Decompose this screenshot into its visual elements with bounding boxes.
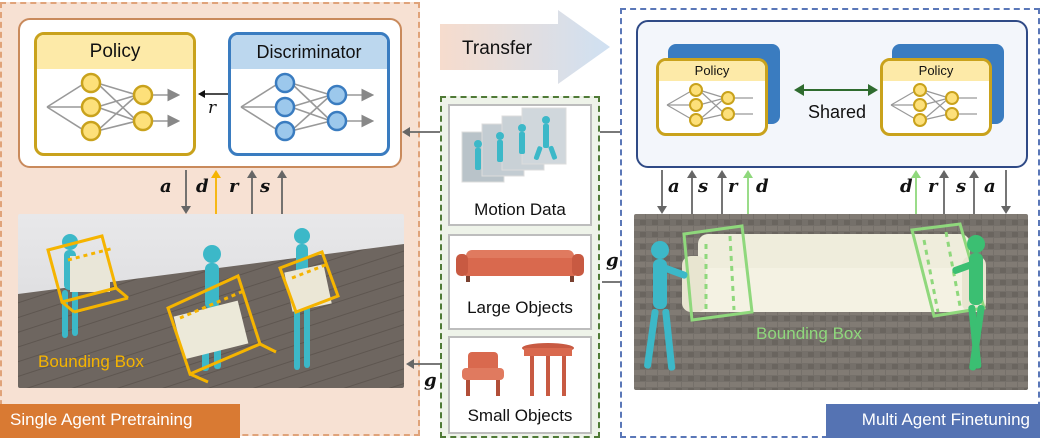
policy-title: Policy	[37, 35, 193, 69]
multi-agent-label: Multi Agent Finetuning	[826, 404, 1040, 438]
ft-signal-s-right: s	[956, 176, 967, 197]
signal-r: r	[229, 176, 239, 197]
finetune-scene	[634, 214, 1028, 390]
signal-d: d	[196, 176, 209, 197]
goal-symbol-right: g	[606, 250, 619, 271]
policy-title-left: Policy	[659, 61, 765, 81]
motion-data-icon	[461, 107, 567, 183]
signal-s: s	[260, 176, 271, 197]
ft-signal-r-right: r	[928, 176, 938, 197]
ft-signal-d-left: d	[756, 176, 769, 197]
policy-network-box: Policy	[34, 32, 196, 156]
shared-label: Shared	[808, 102, 867, 122]
discriminator-title: Discriminator	[231, 35, 387, 69]
ft-signal-a-right: a	[984, 176, 996, 197]
reward-symbol: r	[208, 98, 217, 118]
discriminator-network-icon	[240, 72, 375, 142]
finetune-signal-arrows	[657, 170, 1011, 214]
discriminator-network-box: Discriminator	[228, 32, 390, 156]
center-connect-arrows	[402, 127, 638, 137]
shared-arrow	[794, 84, 878, 96]
large-objects-label: Large Objects	[467, 298, 573, 317]
signal-a: a	[160, 176, 172, 197]
pretrain-scene	[18, 214, 404, 388]
reward-arrow	[198, 90, 228, 98]
finetune-bbox-label: Bounding Box	[756, 324, 862, 343]
chair-table-icon	[462, 343, 574, 396]
policy-title-right: Policy	[883, 61, 989, 81]
policy-network-icon-left	[666, 83, 753, 127]
policy-box-left: Policy	[656, 58, 768, 136]
policy-network-icon-right	[890, 83, 977, 127]
pretrain-signal-arrows	[181, 170, 287, 214]
policy-box-right: Policy	[880, 58, 992, 136]
transfer-arrow	[440, 10, 610, 84]
motion-data-card: Motion Data	[448, 104, 592, 226]
ft-signal-a-left: a	[668, 176, 680, 197]
pretrain-bbox-label: Bounding Box	[38, 352, 144, 371]
single-agent-label: Single Agent Pretraining	[0, 404, 240, 438]
goal-symbol-left: g	[424, 370, 437, 391]
goal-arrow-left	[406, 359, 442, 369]
motion-data-label: Motion Data	[474, 200, 566, 219]
policy-network-icon	[46, 72, 181, 142]
small-objects-card: Small Objects	[448, 336, 592, 434]
ft-signal-r-left: r	[728, 176, 738, 197]
ft-signal-d-right: d	[900, 176, 913, 197]
small-objects-label: Small Objects	[467, 406, 573, 425]
transfer-label: Transfer	[462, 38, 533, 59]
large-objects-card: Large Objects	[448, 234, 592, 330]
sofa-icon	[456, 250, 584, 282]
ft-signal-s-left: s	[698, 176, 709, 197]
